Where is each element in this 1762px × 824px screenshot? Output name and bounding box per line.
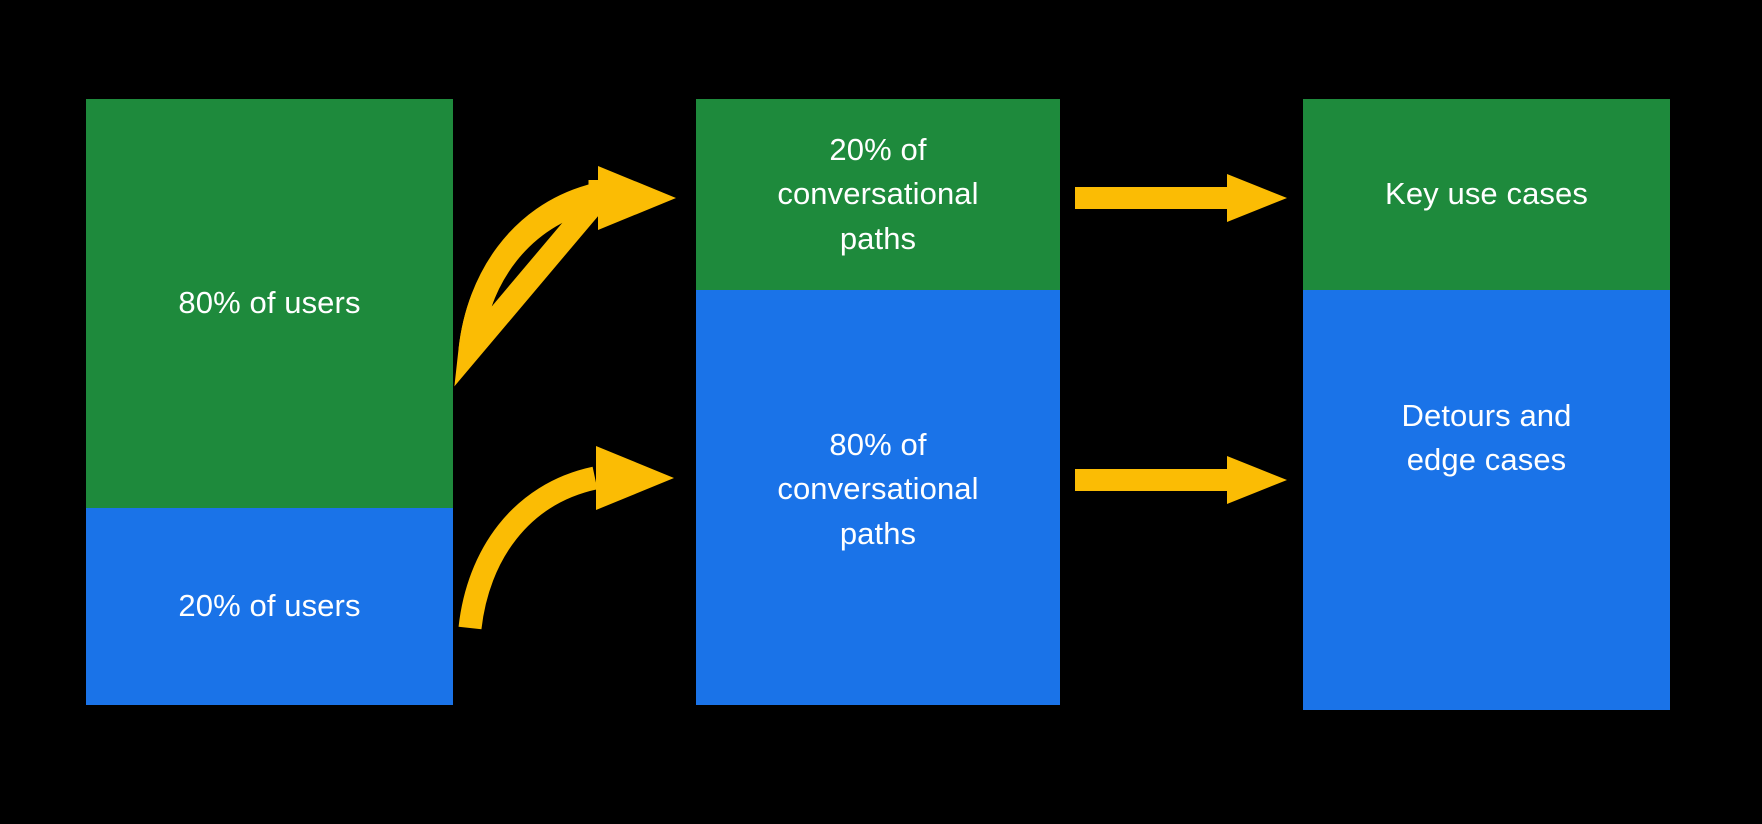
segment-label-users-80: 80% of users xyxy=(178,285,361,321)
segment-label-key-use-cases: Key use cases xyxy=(1385,176,1588,212)
segment-paths-80: 80% of conversational paths xyxy=(696,290,1060,705)
curved-arrow-up-icon xyxy=(454,166,676,387)
segment-label-paths-80: 80% of conversational paths xyxy=(777,427,979,551)
column-users: 80% of users 20% of users xyxy=(86,99,453,705)
straight-arrow-bottom-icon xyxy=(1075,456,1287,504)
straight-arrow-top-icon xyxy=(1075,174,1287,222)
segment-label-users-20: 20% of users xyxy=(178,588,361,624)
segment-label-detours-edge-cases: Detours and edge cases xyxy=(1401,397,1572,477)
column-outcomes: Key use cases Detours and edge cases xyxy=(1303,99,1670,710)
curved-arrow-down-icon xyxy=(458,446,674,630)
segment-users-80: 80% of users xyxy=(86,99,453,508)
segment-paths-20: 20% of conversational paths xyxy=(696,99,1060,290)
segment-detours-edge-cases: Detours and edge cases xyxy=(1303,290,1670,710)
segment-users-20: 20% of users xyxy=(86,508,453,705)
segment-key-use-cases: Key use cases xyxy=(1303,99,1670,290)
segment-label-paths-20: 20% of conversational paths xyxy=(777,132,979,256)
column-conversational-paths: 20% of conversational paths 80% of conve… xyxy=(696,99,1060,705)
